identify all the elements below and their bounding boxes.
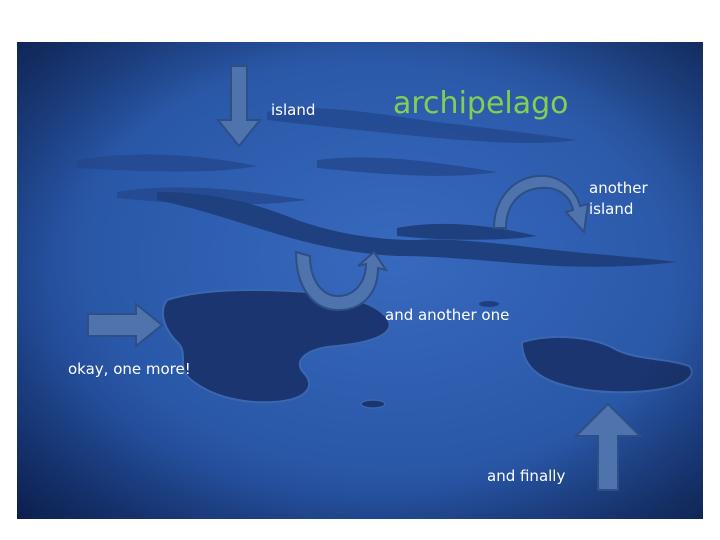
label-and-finally: and finally <box>487 467 566 485</box>
label-and-another-one: and another one <box>385 306 510 324</box>
sea-and-islands-image <box>17 42 703 519</box>
up-arrow-icon <box>573 402 643 491</box>
vignette <box>17 42 703 519</box>
label-another-island: another island <box>589 178 659 220</box>
label-okay-one-more: okay, one more! <box>68 360 191 378</box>
label-island: island <box>271 101 316 119</box>
label-another-island-line1: another <box>589 179 648 197</box>
down-arrow-icon <box>215 65 263 148</box>
label-archipelago: archipelago <box>393 86 569 121</box>
label-another-island-line2: island <box>589 200 634 218</box>
right-arrow-icon <box>87 301 164 349</box>
u-turn-arrow-up-icon <box>294 250 389 312</box>
curved-arrow-right-down-icon <box>492 174 590 235</box>
aerial-archipelago-photo <box>17 42 703 519</box>
